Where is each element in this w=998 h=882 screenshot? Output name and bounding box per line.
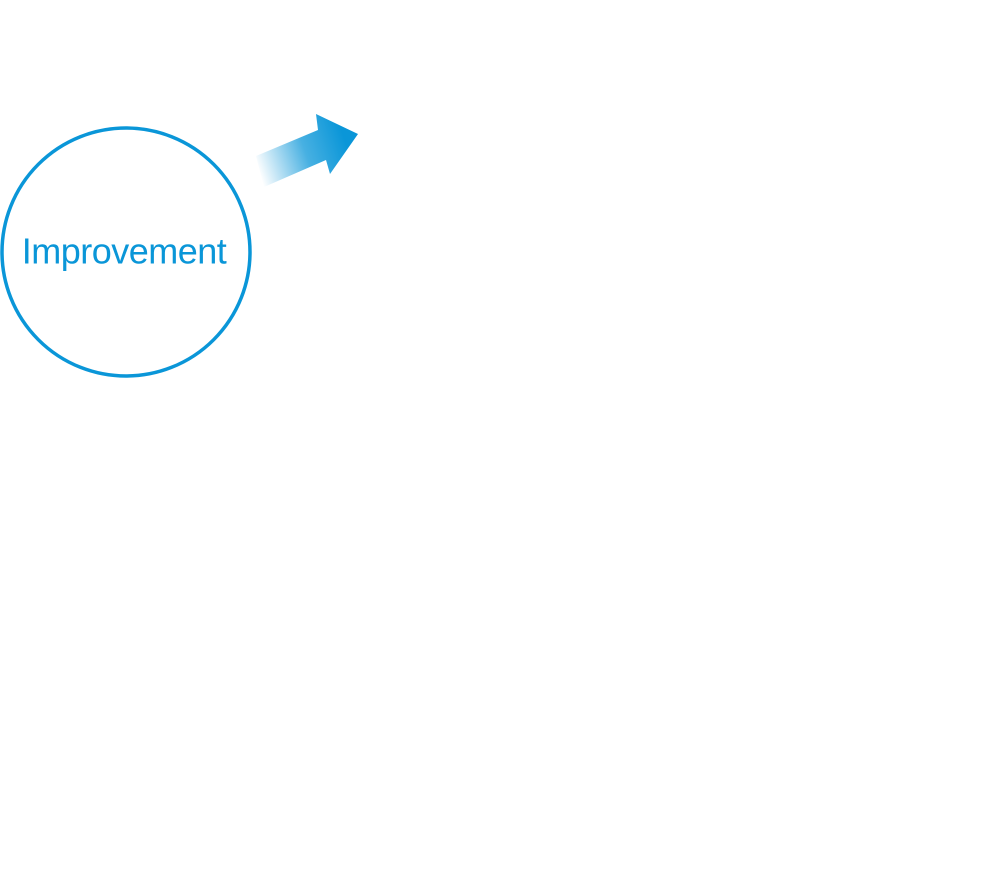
improvement-label: Improvement: [22, 231, 227, 272]
improvement-node: Improvement: [0, 126, 252, 378]
improvement-circle: [0, 126, 252, 378]
arrow-up-right-icon: [256, 114, 358, 187]
